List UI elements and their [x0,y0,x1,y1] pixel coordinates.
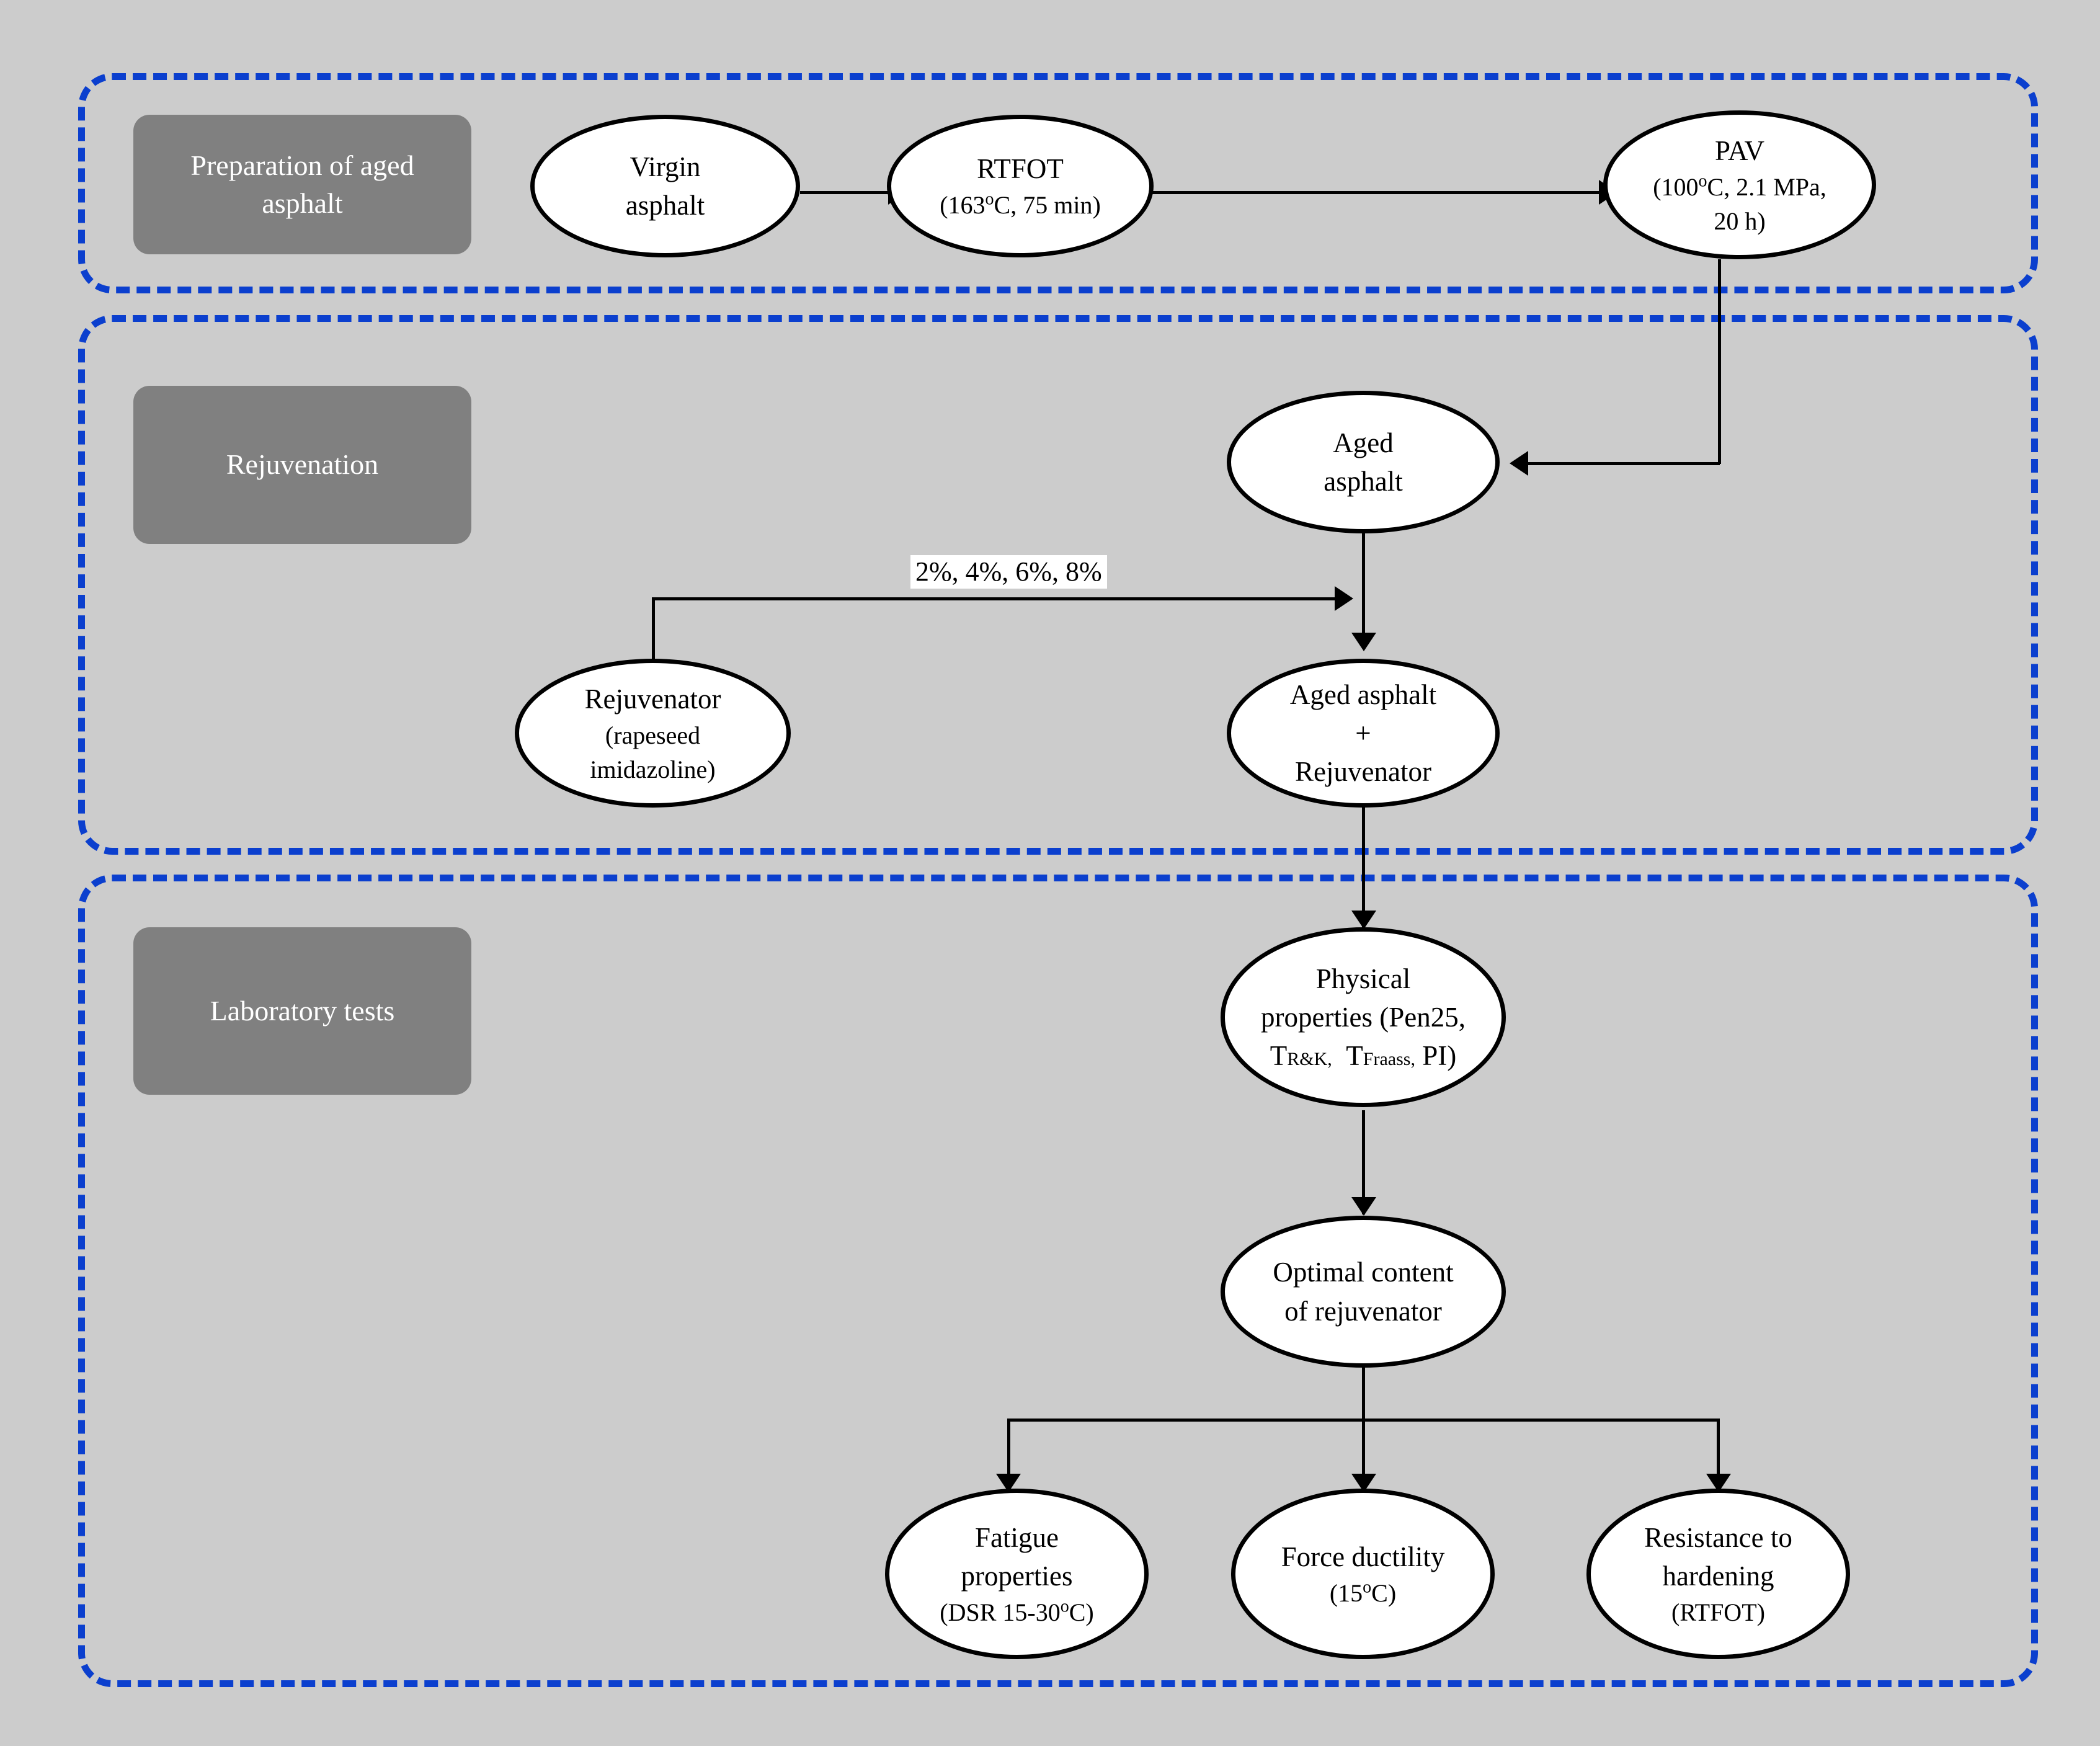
node-virgin-asphalt-line1: Virgin [630,151,701,182]
edge-rejuvenator-to-mix-arrow [1335,586,1353,611]
edge-label-dosage: 2%, 4%, 6%, 8% [910,555,1107,589]
edge-pav-to-aged-arrow [1510,451,1528,476]
edge-pav-to-aged-horizontal [1526,462,1720,465]
edge-physical-to-optimal-arrow [1351,1197,1376,1216]
node-aged-plus-rejuvenator-line3: Rejuvenator [1295,756,1431,788]
node-physical-properties-line1: Physical [1315,963,1411,994]
node-rtfot[interactable]: RTFOT (163oC, 75 min) [887,115,1154,257]
node-fatigue-properties-line2: properties [961,1560,1073,1592]
node-fatigue-properties[interactable]: Fatigue properties (DSR 15-30oC) [885,1489,1149,1659]
node-fatigue-properties-line3: (DSR 15-30oC) [940,1597,1094,1626]
edge-physical-to-optimal-vertical [1362,1110,1365,1214]
node-aged-plus-rejuvenator-line2: + [1355,717,1371,749]
node-aged-asphalt[interactable]: Aged asphalt [1227,391,1500,533]
stage-label-laboratory: Laboratory tests [133,927,471,1095]
node-pav-line1: PAV [1714,135,1765,166]
node-aged-plus-rejuvenator-line1: Aged asphalt [1289,679,1437,710]
node-rejuvenator-line2: (rapeseed [605,721,701,749]
node-rejuvenator[interactable]: Rejuvenator (rapeseed imidazoline) [515,659,791,808]
edge-aged-to-mix-vertical [1362,533,1365,648]
edge-rtfot-to-pav-line [1152,191,1611,194]
node-physical-properties-line2: properties (Pen25, [1261,1001,1466,1033]
edge-virgin-to-rtfot-line [800,191,896,194]
edge-aged-to-mix-arrow [1351,633,1376,651]
node-optimal-content[interactable]: Optimal content of rejuvenator [1221,1216,1506,1368]
node-pav-line3: 20 h) [1714,207,1766,236]
node-optimal-content-line1: Optimal content [1273,1257,1454,1288]
node-fatigue-properties-line1: Fatigue [975,1521,1059,1553]
stage-label-preparation-line2: asphalt [262,187,343,219]
stage-label-rejuvenation-line1: Rejuvenation [226,448,379,481]
node-optimal-content-line2: of rejuvenator [1284,1295,1442,1327]
edge-branch-right-vertical [1717,1419,1720,1490]
edge-pav-to-aged-vertical [1718,259,1721,464]
node-aged-asphalt-line2: asphalt [1324,466,1403,497]
node-rtfot-line1: RTFOT [977,153,1064,185]
edge-branch-left-vertical [1007,1419,1010,1490]
node-virgin-asphalt-line2: asphalt [625,190,705,221]
node-aged-plus-rejuvenator[interactable]: Aged asphalt + Rejuvenator [1227,659,1500,808]
edge-optimal-down-stem [1362,1368,1365,1420]
node-physical-properties-line3: TR&K, TFraass, PI) [1270,1040,1457,1072]
edge-mix-to-physical-vertical [1362,806,1365,927]
node-rtfot-line2: (163oC, 75 min) [940,190,1101,220]
node-force-ductility-line2: (15oC) [1329,1577,1397,1607]
node-resistance-to-hardening-line2: hardening [1662,1560,1774,1592]
edge-mix-to-physical-arrow [1351,911,1376,929]
node-force-ductility-line1: Force ductility [1281,1541,1445,1572]
stage-label-rejuvenation: Rejuvenation [133,386,471,544]
node-rejuvenator-line3: imidazoline) [590,755,716,784]
node-rejuvenator-line1: Rejuvenator [584,683,721,715]
node-resistance-to-hardening-line3: (RTFOT) [1671,1598,1765,1626]
edge-rejuvenator-up-vertical [652,599,655,661]
node-resistance-to-hardening[interactable]: Resistance to hardening (RTFOT) [1586,1489,1850,1659]
node-pav-line2: (100oC, 2.1 MPa, [1653,171,1826,201]
stage-label-preparation: Preparation of aged asphalt [133,115,471,254]
node-virgin-asphalt[interactable]: Virgin asphalt [530,115,800,257]
node-pav[interactable]: PAV (100oC, 2.1 MPa, 20 h) [1603,110,1876,259]
edge-branch-center-vertical [1362,1419,1365,1490]
node-resistance-to-hardening-line1: Resistance to [1644,1521,1792,1553]
node-physical-properties[interactable]: Physical properties (Pen25, TR&K, TFraas… [1221,927,1506,1107]
node-aged-asphalt-line1: Aged [1333,427,1394,458]
stage-label-preparation-line1: Preparation of aged [190,149,414,181]
node-force-ductility[interactable]: Force ductility (15oC) [1231,1489,1495,1659]
stage-label-laboratory-line1: Laboratory tests [210,994,395,1027]
edge-rejuvenator-to-mix-horizontal [652,597,1346,600]
